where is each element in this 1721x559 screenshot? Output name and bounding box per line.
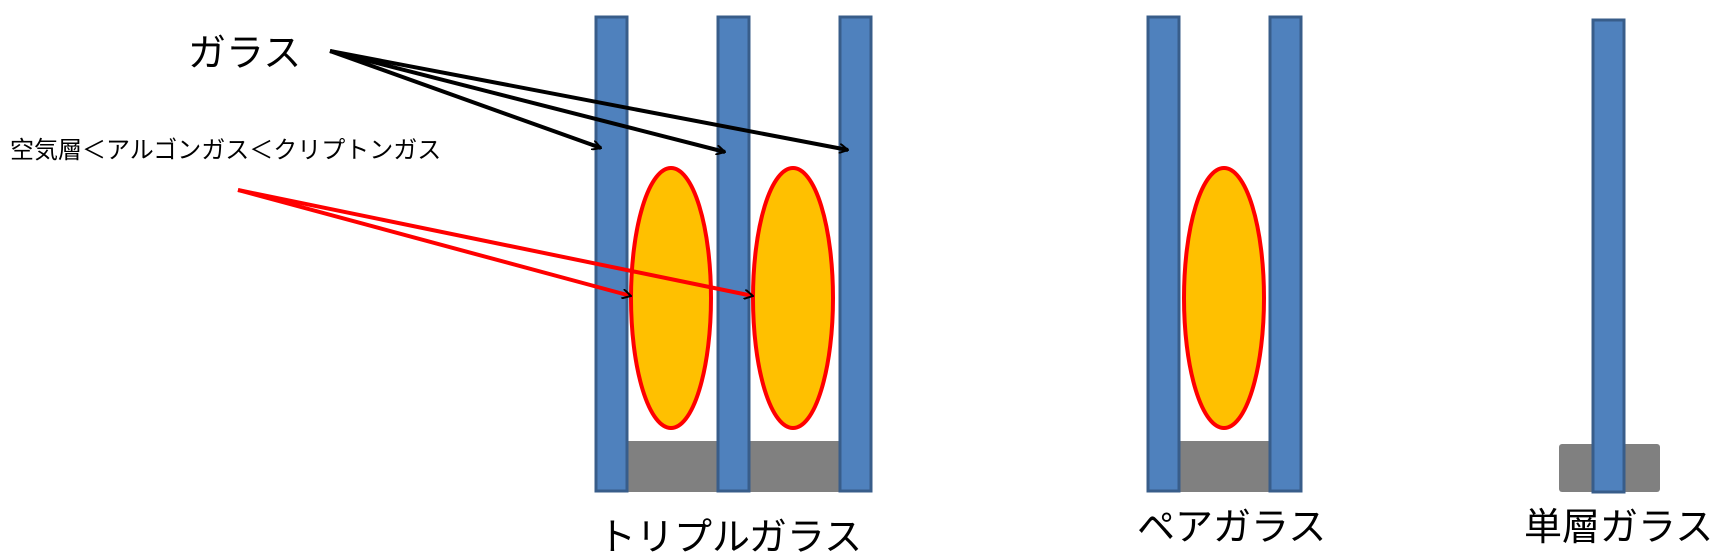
glass-pane [1268, 15, 1303, 493]
spacer [1178, 441, 1270, 492]
gas-arrow [237, 188, 753, 296]
single-glass-unit [1559, 18, 1660, 494]
glass-label: ガラス [188, 31, 302, 75]
glass-pane [716, 15, 751, 493]
triple-glass-unit [594, 15, 873, 493]
triple-glass-label: トリプルガラス [598, 515, 863, 559]
glass-arrow [329, 49, 848, 150]
gas-pointer-arrows [237, 188, 753, 296]
pair-glass-unit [1146, 15, 1303, 493]
glass-arrow [329, 49, 725, 152]
single-glass-label: 単層ガラス [1524, 505, 1714, 549]
glass-pointer-arrows [329, 49, 848, 152]
glass-pane [838, 15, 873, 493]
glass-arrow [329, 49, 601, 148]
gas-layer [629, 166, 713, 430]
glass-pane [1591, 18, 1626, 494]
gas-layer [1182, 166, 1266, 430]
pair-glass-label: ペアガラス [1137, 505, 1327, 549]
gas-order-label: 空気層＜アルゴンガス＜クリプトンガス [10, 136, 442, 164]
gas-layer [751, 166, 835, 430]
glass-pane [1146, 15, 1181, 493]
glass-pane [594, 15, 629, 493]
gas-arrow [237, 188, 631, 296]
